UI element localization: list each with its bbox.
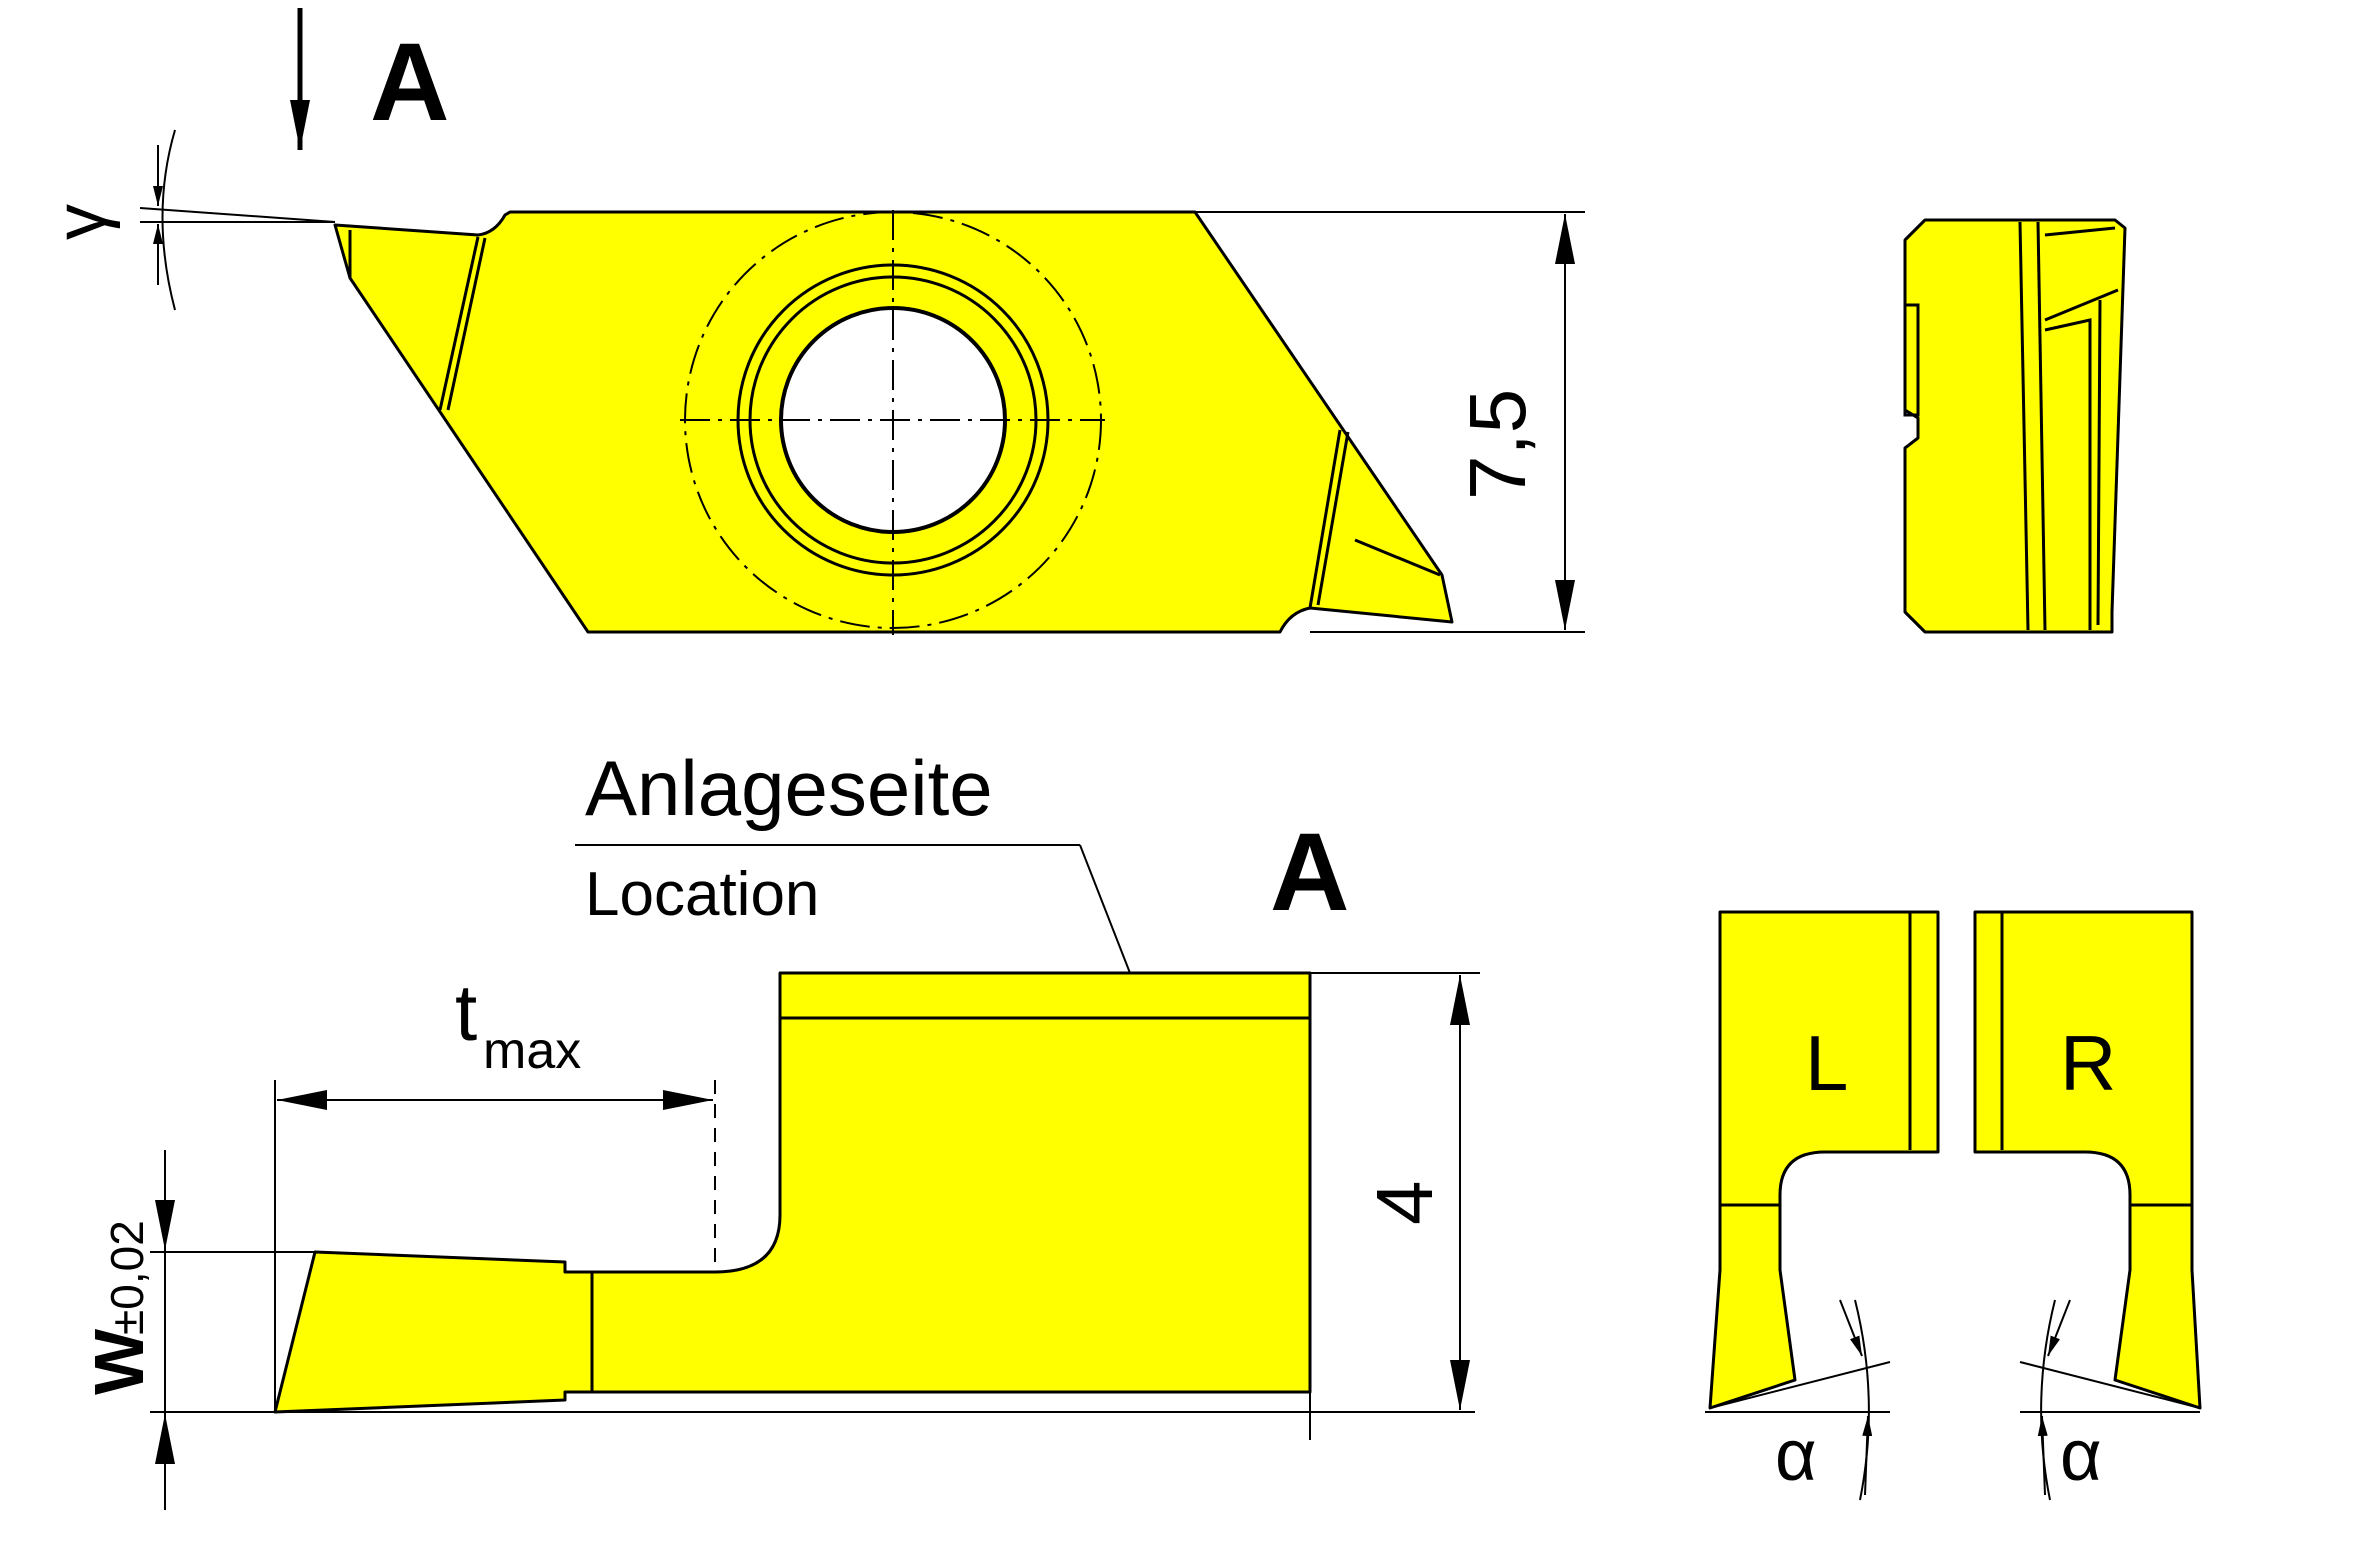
right-hand-insert <box>1973 910 2202 1410</box>
location-en-label: Location <box>585 860 819 929</box>
view-marker-label: A <box>370 21 449 144</box>
insert-section-body <box>590 971 1312 1394</box>
location-de-label: Anlageseite <box>585 744 993 832</box>
depth-sub-label: max <box>483 1022 581 1080</box>
top-view: A γ 7,5 <box>41 8 1585 635</box>
hand-view: L R α α <box>1705 910 2202 1501</box>
cutting-tip <box>273 1250 594 1414</box>
width-tol-label: ±0,02 <box>101 1220 153 1335</box>
width-dimension: W ±0,02 <box>80 1150 1475 1510</box>
section-view: Anlageseite Location A t max <box>80 744 1480 1510</box>
left-hand-label: L <box>1805 1019 1848 1107</box>
height-dimension: 7,5 <box>1195 211 1585 633</box>
rake-angle-label: γ <box>41 204 121 240</box>
width-main-label: W <box>80 1329 158 1395</box>
section-marker-label: A <box>1270 811 1349 934</box>
right-clearance-dimension: α <box>2019 1299 2201 1501</box>
side-view <box>1903 218 2127 634</box>
thickness-dim-label: 4 <box>1360 1181 1449 1226</box>
side-notch <box>1903 303 1920 417</box>
depth-dimension: t max <box>274 968 716 1410</box>
side-relief-lines <box>2018 221 2119 631</box>
right-clearance-label: α <box>2060 1416 2102 1496</box>
insert-side-outline <box>1903 218 2127 634</box>
cutting-edge-right <box>1308 429 1441 609</box>
cutting-edge-left <box>348 230 487 411</box>
location-leader <box>1079 844 1131 974</box>
left-clearance-label: α <box>1775 1416 1817 1496</box>
rake-angle-dimension: γ <box>41 129 336 311</box>
right-hand-label: R <box>2060 1019 2116 1107</box>
thickness-dimension: 4 <box>1309 972 1480 1440</box>
left-clearance-dimension: α <box>1705 1299 1891 1501</box>
height-dim-label: 7,5 <box>1453 389 1542 500</box>
depth-main-label: t <box>455 968 477 1057</box>
left-hand-insert <box>1708 910 1940 1410</box>
